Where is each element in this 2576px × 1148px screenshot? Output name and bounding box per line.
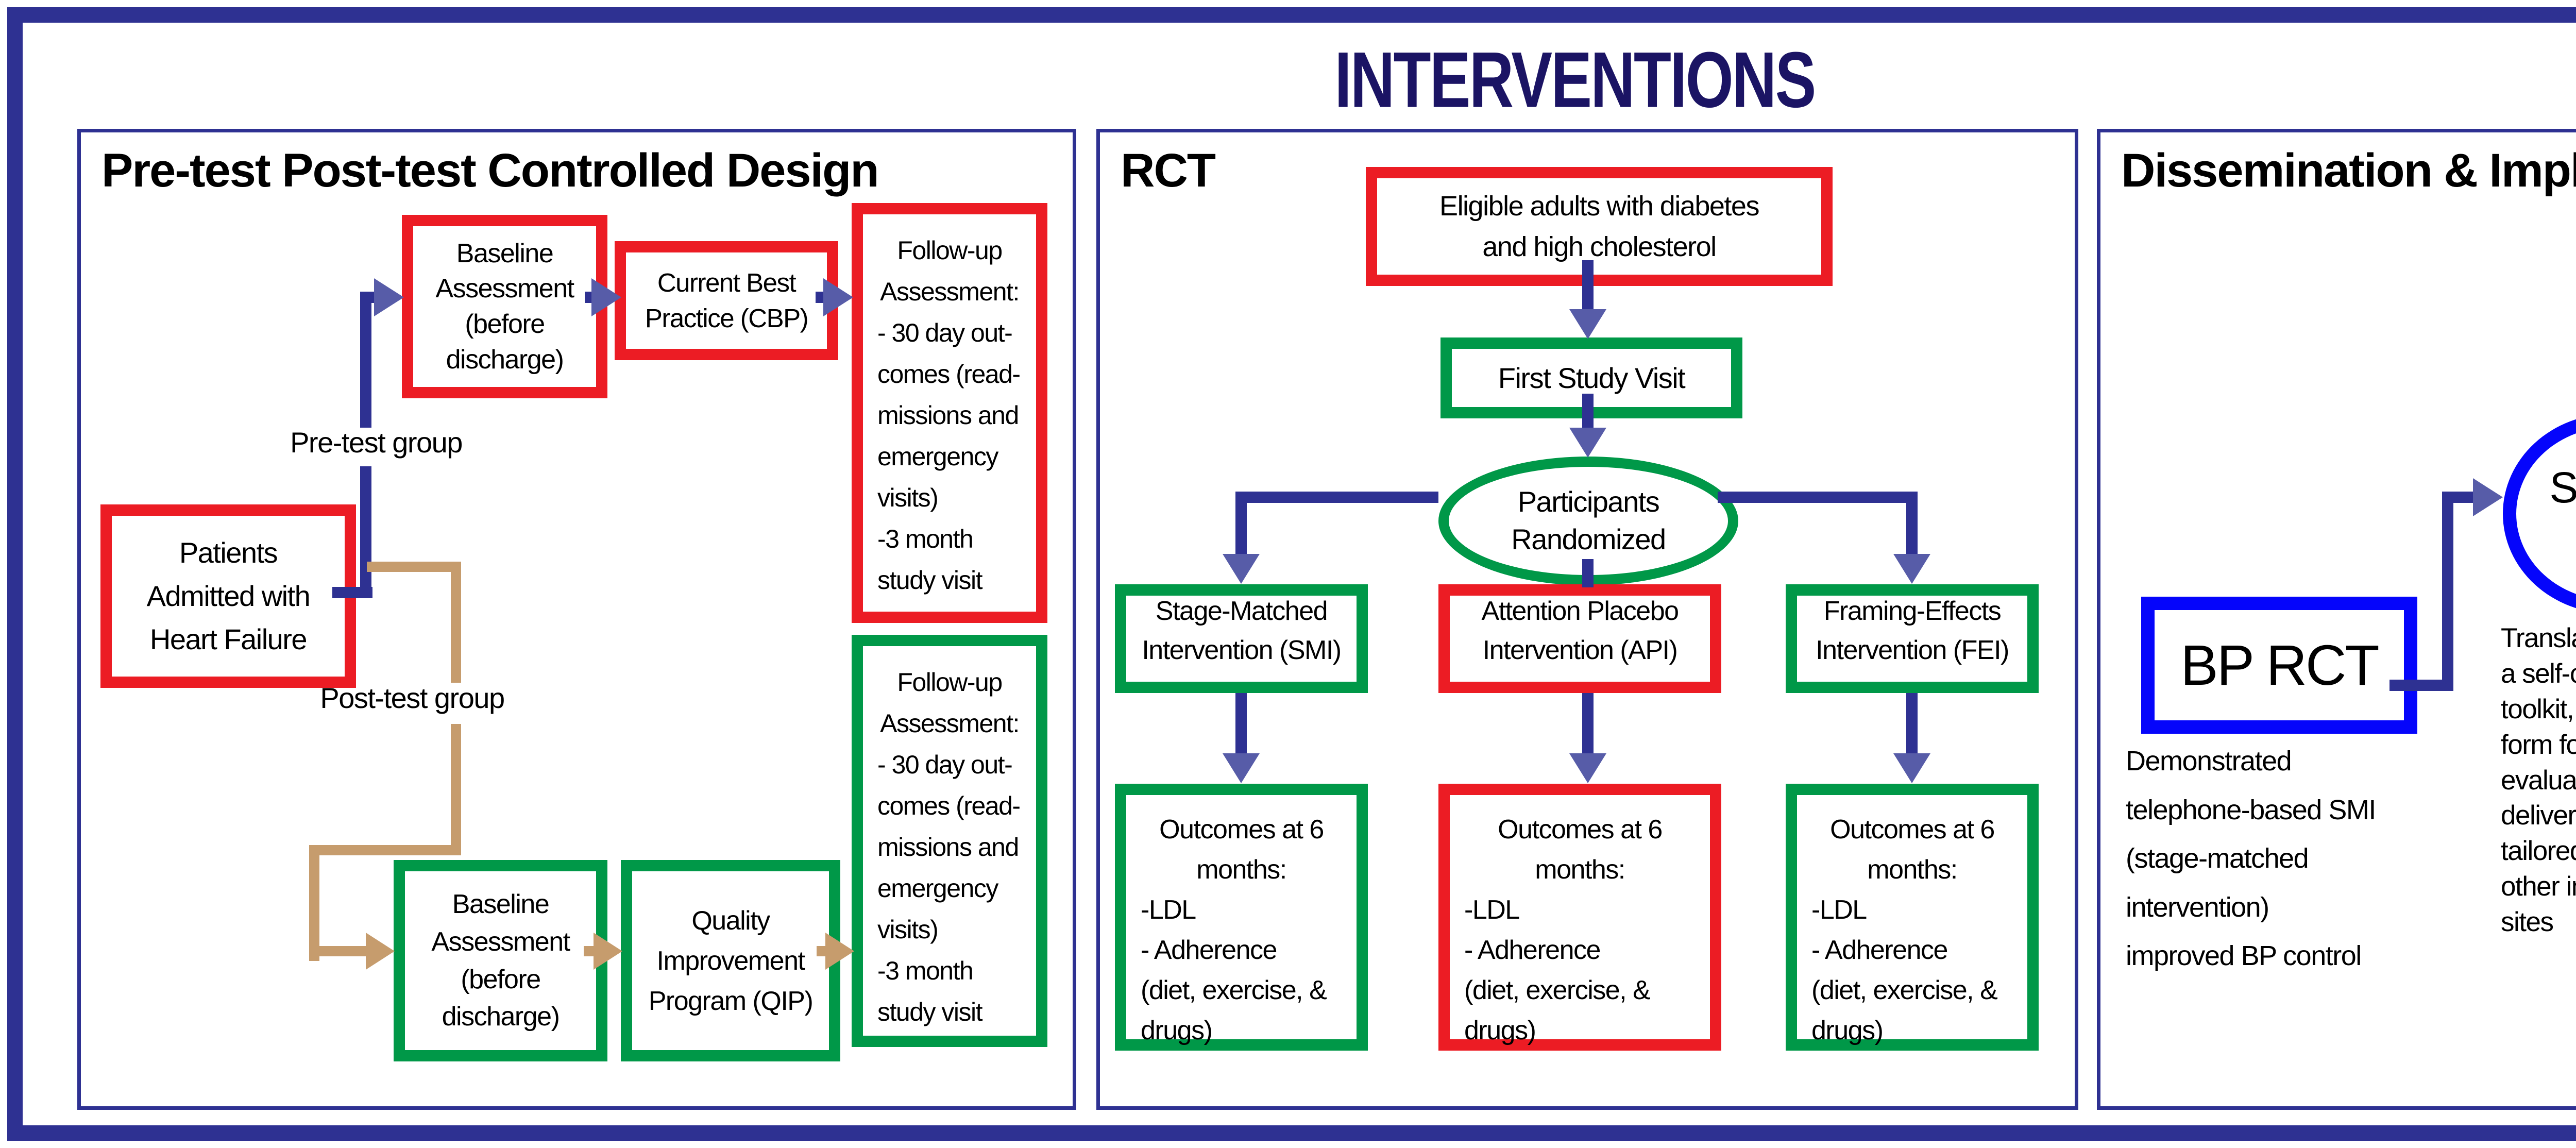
arrowhead-to-outcomes-api [1569, 753, 1606, 783]
box-quality-improvement-program: Quality Improvement Program (QIP) [621, 860, 840, 1061]
connector-bprct-vertical [2442, 492, 2453, 691]
arrowhead-to-outcomes-smi [1223, 753, 1260, 783]
connector-posttest-horizontal-bottom [314, 946, 368, 956]
connector-smi-down [1235, 693, 1247, 757]
outer-border [7, 7, 2576, 1141]
connector-eligible-down [1582, 260, 1594, 314]
connector-randomized-right [1718, 492, 1918, 503]
connector-qip-to-followup [817, 946, 828, 956]
arrowhead-to-followup-green [825, 933, 854, 970]
box-baseline-assessment-posttest: Baseline Assessment (before discharge) [394, 860, 607, 1061]
connector-bprct-stub [2389, 680, 2453, 691]
outcomes-body: -LDL - Adherence (diet, exercise, & drug… [1464, 895, 1651, 1045]
followup-body: - 30 day out- comes (read- missions and … [877, 750, 1021, 1026]
arrowhead-to-smile-bp [2473, 478, 2503, 516]
arrowhead-to-outcomes-fei [1893, 753, 1930, 783]
arrowhead-to-first-visit [1569, 309, 1606, 339]
label-pretest-group: Pre-test group [290, 426, 463, 459]
box-first-study-visit: First Study Visit [1440, 337, 1742, 418]
arrowhead-to-baseline-posttest [366, 933, 395, 970]
connector-posttest-jog-left [309, 845, 461, 855]
connector-pretest-vertical-upper [360, 292, 371, 428]
box-framing-effects-intervention: Framing-Effects Intervention (FEI) [1786, 584, 2039, 693]
box-current-best-practice: Current Best Practice (CBP) [615, 241, 838, 360]
box-bp-rct: BP RCT [2141, 597, 2417, 734]
box-patients-admitted: Patients Admitted with Heart Failure [100, 504, 356, 688]
followup-body: - 30 day out- comes (read- missions and … [877, 318, 1021, 595]
connector-posttest-vertical-mid [451, 724, 461, 855]
connector-pretest-horizontal [360, 292, 377, 303]
followup-title: Follow-up Assessment: [880, 236, 1020, 306]
box-attention-placebo-intervention: Attention Placebo Intervention (API) [1438, 584, 1721, 693]
connector-to-smile [2442, 492, 2478, 503]
connector-posttest-horizontal-top [367, 562, 461, 572]
outcomes-title: Outcomes at 6 months: [1830, 815, 1995, 885]
outcomes-body: -LDL - Adherence (diet, exercise, & drug… [1141, 895, 1327, 1045]
box-outcomes-smi: Outcomes at 6 months: -LDL - Adherence (… [1115, 784, 1368, 1051]
connector-cbp-to-followup [816, 292, 825, 303]
outcomes-title: Outcomes at 6 months: [1159, 815, 1324, 885]
connector-posttest-vertical-lower [309, 845, 319, 961]
box-outcomes-fei: Outcomes at 6 months: -LDL - Adherence (… [1786, 784, 2039, 1051]
connector-randomized-center-down [1582, 559, 1594, 587]
arrowhead-to-qip [594, 933, 622, 970]
connector-left-down [1235, 492, 1247, 559]
arrowhead-to-smi [1223, 554, 1260, 584]
connector-right-down [1906, 492, 1918, 559]
outcomes-title: Outcomes at 6 months: [1498, 815, 1663, 885]
text-demonstrated-smi: Demonstrated telephone-based SMI (stage-… [2126, 746, 2376, 971]
arrowhead-to-randomized [1569, 428, 1606, 458]
outcomes-body: -LDL - Adherence (diet, exercise, & drug… [1811, 895, 1998, 1045]
connector-pretest-vertical-lower [360, 466, 371, 598]
box-eligible-adults: Eligible adults with diabetes and high c… [1366, 167, 1833, 286]
connector-visit-down [1582, 394, 1594, 432]
box-outcomes-api: Outcomes at 6 months: -LDL - Adherence (… [1438, 784, 1721, 1051]
box-followup-assessment-posttest: Follow-up Assessment: - 30 day out- come… [852, 635, 1047, 1047]
panel-pretest-header: Pre-test Post-test Controlled Design [101, 144, 879, 197]
arrowhead-to-followup-red [823, 278, 853, 316]
arrowhead-to-fei [1893, 554, 1930, 584]
arrowhead-to-baseline-pretest [374, 278, 404, 316]
box-baseline-assessment-pretest: Baseline Assessment (before discharge) [402, 215, 607, 398]
followup-title: Follow-up Assessment: [880, 668, 1020, 738]
connector-posttest-vertical-upper [451, 562, 461, 683]
diagram-title: INTERVENTIONS [1334, 35, 1816, 124]
connector-randomized-left [1235, 492, 1438, 503]
panel-rct-header: RCT [1121, 144, 1216, 197]
panel-dissemination-header: Dissemination & Implementation [2121, 144, 2576, 197]
label-posttest-group: Post-test group [320, 682, 505, 714]
connector-fei-down [1906, 693, 1918, 757]
connector-baseline-to-qip [584, 946, 595, 956]
box-stage-matched-intervention: Stage-Matched Intervention (SMI) [1115, 584, 1368, 693]
connector-api-down [1582, 693, 1594, 757]
text-translate-smi: Translate SMI into a self-contained tool… [2501, 623, 2576, 938]
arrowhead-to-cbp [591, 278, 621, 316]
box-followup-assessment-pretest: Follow-up Assessment: - 30 day out- come… [852, 203, 1047, 623]
